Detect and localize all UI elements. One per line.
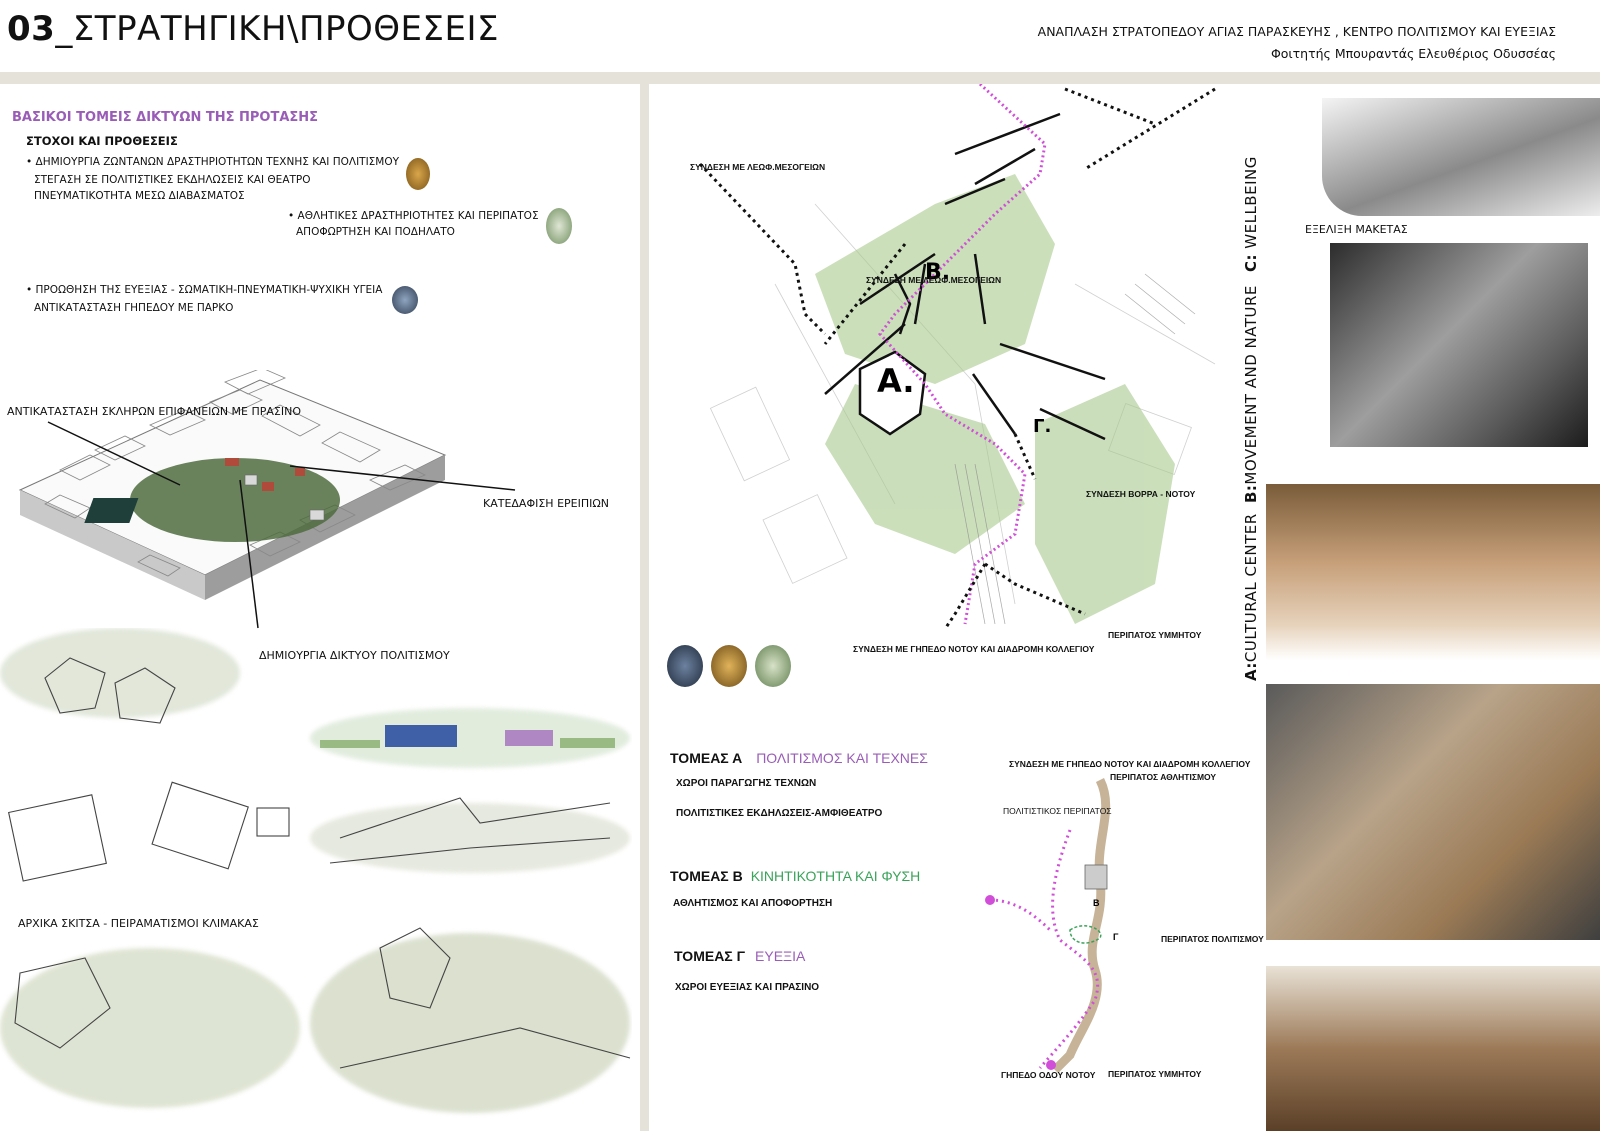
sector-c-item-1: ΧΩΡΟΙ ΕΥΕΞΙΑΣ ΚΑΙ ΠΡΑΣΙΝΟ	[675, 982, 820, 993]
zone-c-mark: Γ.	[1033, 416, 1051, 437]
route-mark-b: B	[1093, 898, 1100, 908]
model-photo-5	[1266, 966, 1600, 1131]
student-name: Φοιτητής Μπουραντάς Ελευθέριος Οδυσσέας	[1270, 46, 1556, 61]
page-title: 03_ΣΤΡΑΤΗΓΙΚΗ\ΠΡΟΘΕΣΕΙΣ	[7, 9, 500, 49]
model-photo-4	[1266, 684, 1600, 940]
sector-b-item-1: ΑΘΛΗΤΙΣΜΟΣ ΚΑΙ ΑΠΟΦΟΡΤΗΣΗ	[673, 898, 833, 909]
model-photo-1	[1322, 98, 1600, 216]
culture-route	[878, 84, 1047, 625]
green-area	[130, 458, 340, 542]
wellbeing-photo	[667, 645, 703, 687]
route-label-top: ΣΥΝΔΕΣΗ ΜΕ ΓΗΠΕΔΟ ΝΟΤΟΥ ΚΑΙ ΔΙΑΔΡΟΜΗ ΚΟΛ…	[1009, 759, 1251, 769]
initial-sketches	[0, 628, 631, 1113]
nature-photo	[755, 645, 791, 687]
vertical-label-wellbeing: C: WELLBEING	[1242, 156, 1260, 272]
route-label-sports: ΠΕΡΙΠΑΤΟΣ ΑΘΛΗΤΙΣΜΟΥ	[1110, 772, 1217, 782]
goal-2-line-2: ΑΠΟΦΩΡΤΗΣΗ ΚΑΙ ΠΟΔΗΛΑΤΟ	[296, 226, 455, 238]
model-photo-2	[1330, 243, 1588, 447]
sector-a-item-1: ΧΩΡΟΙ ΠΑΡΑΓΩΓΗΣ ΤΕΧΝΩΝ	[676, 778, 817, 789]
label-north-south: ΣΥΝΔΕΣΗ ΒΟΡΡΑ - ΝΟΤΟΥ	[1086, 489, 1196, 499]
vertical-label-cultural: A:CULTURAL CENTER	[1242, 513, 1260, 681]
route-label-south-field: ΓΗΠΕΔΟ ΟΔΟΥ ΝΟΤΟΥ	[1001, 1070, 1096, 1080]
label-mesogeion: ΣΥΝΔΕΣΗ ΜΕ ΛΕΩΦ.ΜΕΣΟΓΕΙΩΝ	[690, 162, 826, 172]
label-south-field: ΣΥΝΔΕΣΗ ΜΕ ΓΗΠΕΔΟ ΝΟΤΟΥ ΚΑΙ ΔΙΑΔΡΟΜΗ ΚΟΛ…	[853, 644, 1095, 654]
route-label-cultural-top: ΠΟΛΙΤΙΣΤΙΚΟΣ ΠΕΡΙΠΑΤΟΣ	[1003, 806, 1112, 816]
goal-1-line-1: • ΔΗΜΙΟΥΡΓΙΑ ΖΩΝΤΑΝΩΝ ΔΡΑΣΤΗΡΙΟΤΗΤΩΝ ΤΕΧ…	[26, 156, 400, 168]
section-heading: ΒΑΣΙΚΟΙ ΤΟΜΕΙΣ ΔΙΚΤΥΩΝ ΤΗΣ ΠΡΟΤΑΣΗΣ	[12, 110, 319, 125]
field	[84, 498, 139, 523]
route-diagram: B Γ	[985, 777, 1119, 1074]
model-caption: ΕΞΕΛΙΞΗ ΜΑΚΕΤΑΣ	[1305, 223, 1408, 236]
sketch-caption: ΑΡΧΙΚΑ ΣΚΙΤΣΑ - ΠΕΙΡΑΜΑΤΙΣΜΟΙ ΚΛΙΜΑΚΑΣ	[18, 917, 259, 930]
route-label-cultural-right: ΠΕΡΙΠΑΤΟΣ ΠΟΛΙΤΙΣΜΟΥ	[1161, 934, 1264, 944]
route-mark-g: Γ	[1113, 932, 1119, 942]
goal-2-line-1: • ΑΘΛΗΤΙΚΕΣ ΔΡΑΣΤΗΡΙΟΤΗΤΕΣ ΚΑΙ ΠΕΡΙΠΑΤΟΣ	[288, 210, 539, 222]
label-hymettus-walk: ΠΕΡΙΠΑΤΟΣ ΥΜΜΗΤΟΥ	[1108, 630, 1202, 640]
wellbeing-thumbnail	[392, 286, 418, 314]
project-title: ΑΝΑΠΛΑΣΗ ΣΤΡΑΤΟΠΕΔΟΥ ΑΓΙΑΣ ΠΑΡΑΣΚΕΥΗΣ , …	[1037, 24, 1556, 39]
axonometric-site-model	[18, 370, 516, 629]
label-green-replacement: ΑΝΤΙΚΑΤΑΣΤΑΣΗ ΣΚΛΗΡΩΝ ΕΠΙΦΑΝΕΙΩΝ ΜΕ ΠΡΑΣ…	[7, 405, 301, 418]
culture-thumbnail	[406, 158, 430, 190]
sector-a-item-2: ΠΟΛΙΤΙΣΤΙΚΕΣ ΕΚΔΗΛΩΣΕΙΣ-ΑΜΦΙΘΕΑΤΡΟ	[676, 808, 883, 819]
zone-a-outline	[858, 350, 927, 436]
header	[0, 0, 1600, 72]
zone-a-mark: A.	[877, 362, 915, 400]
vertical-label-movement: B:MOVEMENT AND NATURE	[1242, 285, 1260, 503]
header-band	[0, 72, 1600, 84]
site-plan: A. B. Γ.	[698, 84, 1216, 630]
sports-thumbnail	[546, 208, 572, 244]
model-photo-3	[1266, 484, 1600, 660]
goal-1-line-3: ΠΝΕΥΜΑΤΙΚΟΤΗΤΑ ΜΕΣΩ ΔΙΑΒΑΣΜΑΤΟΣ	[34, 190, 245, 202]
zone-b-mark: B.	[925, 260, 950, 285]
goal-1-line-2: ΣΤΕΓΑΣΗ ΣΕ ΠΟΛΙΤΙΣΤΙΚΕΣ ΕΚΔΗΛΩΣΕΙΣ ΚΑΙ Θ…	[34, 174, 311, 186]
route-label-hymettus: ΠΕΡΙΠΑΤΟΣ ΥΜΜΗΤΟΥ	[1108, 1069, 1202, 1079]
column-divider	[640, 84, 649, 1131]
goal-3-line-1: • ΠΡΟΩΘΗΣΗ ΤΗΣ ΕΥΕΞΙΑΣ - ΣΩΜΑΤΙΚΗ-ΠΝΕΥΜΑ…	[26, 284, 383, 296]
goal-3-line-2: ΑΝΤΙΚΑΤΑΣΤΑΣΗ ΓΗΠΕΔΟΥ ΜΕ ΠΑΡΚΟ	[34, 302, 234, 314]
label-demolition: ΚΑΤΕΔΑΦΙΣΗ ΕΡΕΙΠΙΩΝ	[483, 497, 610, 510]
culture-photo	[711, 645, 747, 687]
label-culture-network: ΔΗΜΙΟΥΡΓΙΑ ΔΙΚΤΥΟΥ ΠΟΛΙΤΙΣΜΟΥ	[259, 649, 450, 662]
goals-heading: ΣΤΟΧΟΙ ΚΑΙ ΠΡΟΘΕΣΕΙΣ	[26, 134, 178, 148]
label-mesogeion-inner: ΣΥΝΔΕΣΗ ΜΕ ΛΕΩΦ.ΜΕΣΟΓΕΙΩΝ	[866, 275, 1002, 285]
